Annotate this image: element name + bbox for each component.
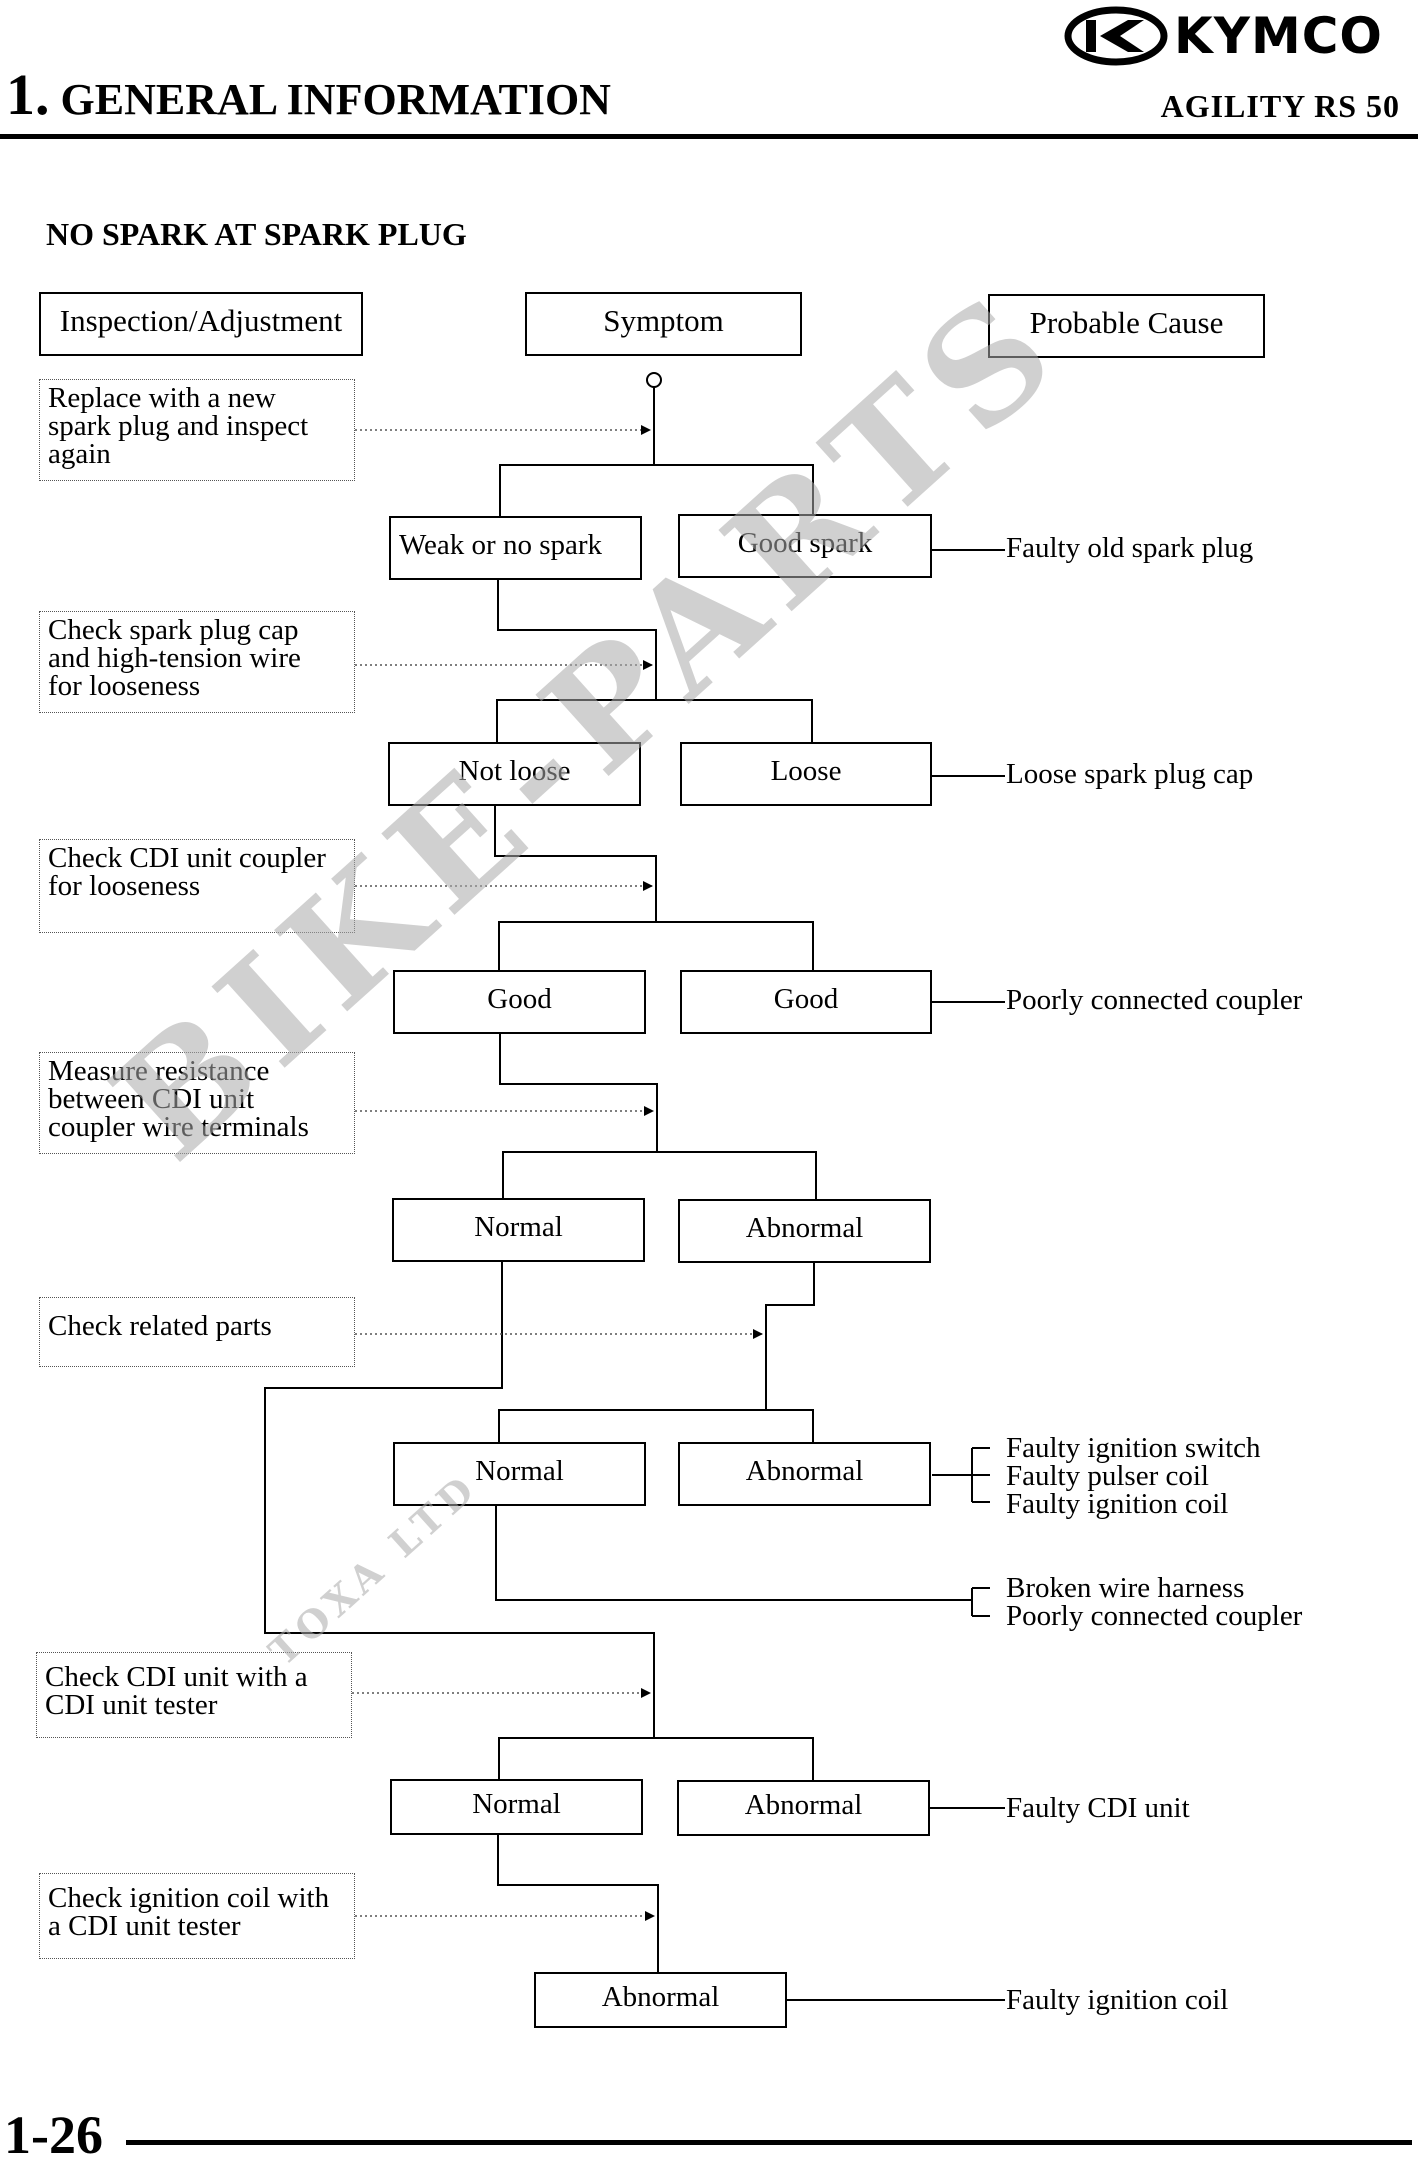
footer-rule bbox=[126, 2140, 1412, 2145]
symptom-abnormal-related-parts: Abnormal bbox=[678, 1442, 931, 1506]
cause-column-header: Probable Cause bbox=[988, 294, 1265, 358]
symptom-abnormal-cdi: Abnormal bbox=[677, 1780, 930, 1836]
symptom-column-header: Symptom bbox=[525, 292, 802, 356]
symptom-abnormal-ignition-coil: Abnormal bbox=[534, 1972, 787, 2028]
symptom-weak-or-no-spark: Weak or no spark bbox=[389, 516, 642, 580]
chapter-title: 1. GENERAL INFORMATION bbox=[6, 66, 611, 124]
cause-ignition-group: Faulty ignition switch Faulty pulser coi… bbox=[1006, 1432, 1261, 1520]
kymco-logo: KYMCO bbox=[1064, 6, 1414, 66]
model-name: AGILITY RS 50 bbox=[1160, 88, 1400, 124]
chapter-number: 1. bbox=[6, 62, 50, 127]
symptom-good-coupler-b: Good bbox=[680, 970, 932, 1034]
cause-faulty-cdi-unit: Faulty CDI unit bbox=[1006, 1792, 1190, 1824]
symptom-not-loose: Not loose bbox=[388, 742, 641, 806]
inspection-step-check-coupler: Check CDI unit coupler for looseness bbox=[39, 839, 355, 933]
cause-poorly-connected-coupler: Poorly connected coupler bbox=[1006, 984, 1303, 1016]
symptom-normal-resistance: Normal bbox=[392, 1198, 645, 1262]
symptom-normal-related-parts: Normal bbox=[393, 1442, 646, 1506]
cause-loose-spark-plug-cap: Loose spark plug cap bbox=[1006, 758, 1254, 790]
kymco-logo-icon bbox=[1064, 6, 1168, 66]
inspection-step-measure-resistance: Measure resistance between CDI unit coup… bbox=[39, 1052, 355, 1154]
page-number: 1-26 bbox=[4, 2105, 103, 2165]
inspection-step-check-cap: Check spark plug cap and high-tension wi… bbox=[39, 611, 355, 713]
cause-wire-group: Broken wire harness Poorly connected cou… bbox=[1006, 1572, 1303, 1632]
section-title: NO SPARK AT SPARK PLUG bbox=[46, 216, 467, 252]
inspection-step-check-cdi: Check CDI unit with a CDI unit tester bbox=[36, 1652, 352, 1738]
symptom-normal-cdi: Normal bbox=[390, 1779, 643, 1835]
chapter-name: GENERAL INFORMATION bbox=[60, 75, 611, 124]
inspection-column-header: Inspection/Adjustment bbox=[39, 292, 363, 356]
symptom-good-coupler-a: Good bbox=[393, 970, 646, 1034]
inspection-step-check-ignition-coil: Check ignition coil with a CDI unit test… bbox=[39, 1873, 355, 1959]
header-rule bbox=[0, 134, 1418, 139]
inspection-step-replace-plug: Replace with a new spark plug and inspec… bbox=[39, 379, 355, 481]
symptom-abnormal-resistance: Abnormal bbox=[678, 1199, 931, 1263]
symptom-good-spark: Good spark bbox=[678, 514, 932, 578]
cause-faulty-ignition-coil: Faulty ignition coil bbox=[1006, 1984, 1229, 2016]
cause-faulty-old-spark-plug: Faulty old spark plug bbox=[1006, 532, 1254, 564]
symptom-loose: Loose bbox=[680, 742, 932, 806]
inspection-step-check-related-parts: Check related parts bbox=[39, 1297, 355, 1367]
brand-name: KYMCO bbox=[1174, 7, 1383, 65]
